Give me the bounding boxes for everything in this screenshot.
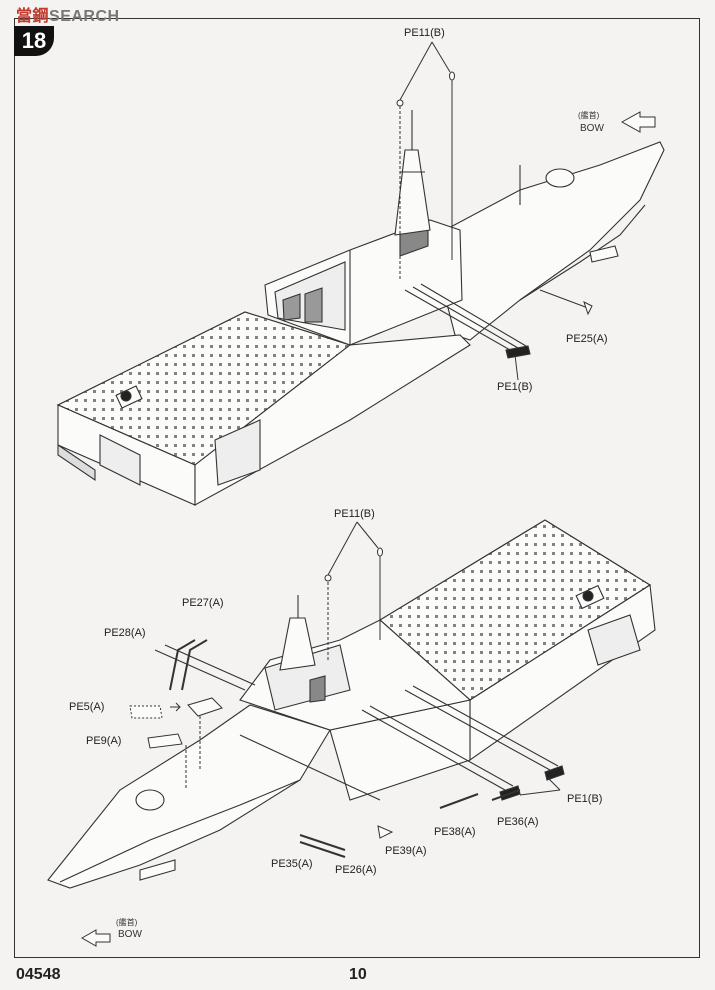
bottom-label-pe26: PE26(A) (335, 864, 377, 876)
product-code: 04548 (16, 966, 61, 983)
top-ship-hull (56, 110, 665, 506)
step-number-badge: 18 (14, 26, 54, 56)
bottom-label-pe5: PE5(A) (69, 701, 105, 713)
page-frame (14, 18, 700, 958)
bottom-label-pe35: PE35(A) (271, 858, 313, 870)
page-number: 10 (349, 966, 367, 983)
top-label-pe25: PE25(A) (566, 333, 608, 345)
top-callouts (396, 41, 593, 381)
bottom-label-pe27: PE27(A) (182, 597, 224, 609)
bottom-label-pe9: PE9(A) (86, 735, 122, 747)
top-bow-arrow-icon (620, 111, 656, 133)
bottom-label-pe36: PE36(A) (497, 816, 539, 828)
top-bow-cn-label: (艦首) (578, 111, 600, 120)
top-label-pe11: PE11(B) (404, 27, 445, 39)
bottom-label-pe11: PE11(B) (334, 508, 375, 520)
bottom-bow-cn-label: (艦首) (116, 918, 138, 927)
top-bow-label: BOW (580, 123, 604, 134)
watermark: 當鋼SEARCH (16, 8, 120, 25)
bottom-label-pe39: PE39(A) (385, 845, 427, 857)
bottom-callouts (129, 521, 561, 858)
top-label-pe1: PE1(B) (497, 381, 533, 393)
bottom-ship-hull (47, 519, 656, 889)
bottom-bow-label: BOW (118, 929, 142, 940)
bottom-label-pe1: PE1(B) (567, 793, 603, 805)
bottom-label-pe38: PE38(A) (434, 826, 476, 838)
bottom-label-pe28: PE28(A) (104, 627, 146, 639)
bottom-bow-arrow-icon (80, 929, 111, 947)
